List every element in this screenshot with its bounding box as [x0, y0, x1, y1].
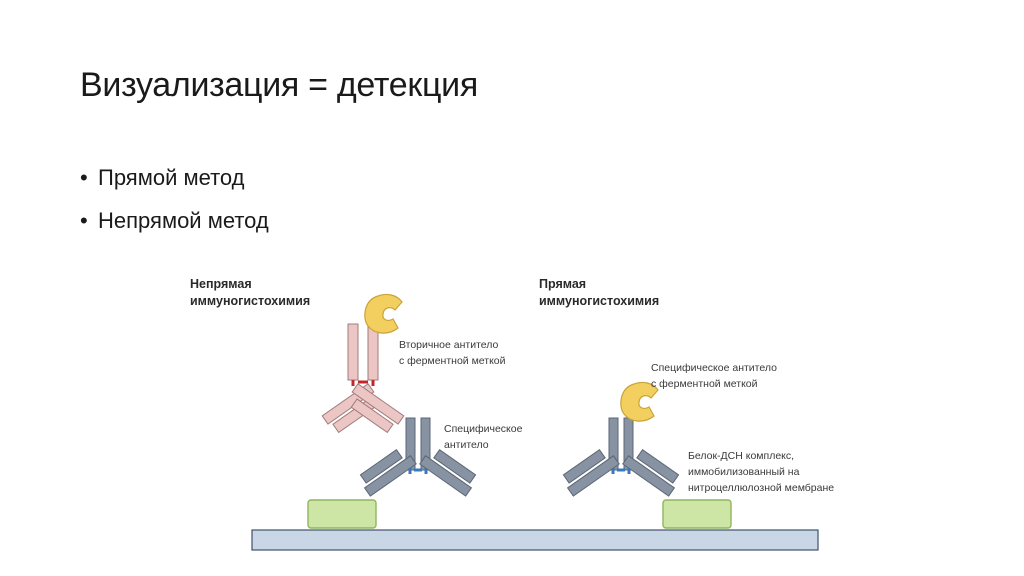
bullet-indirect-method: • Непрямой метод [80, 199, 269, 242]
specific-antibody-label-line-1: Специфическое [444, 423, 523, 435]
direct-heading-line-1: Прямая [539, 277, 586, 291]
enzyme-label-direct [620, 381, 659, 422]
antigen-direct [662, 499, 732, 529]
complex-label-line-1: Белок-ДСН комплекс, [688, 450, 794, 462]
bullet-dot: • [80, 208, 88, 233]
complex-label-line-3: нитроцеллюлозной мембране [688, 482, 834, 494]
bullet-dot: • [80, 165, 88, 190]
secondary-antibody [321, 323, 405, 434]
direct-antibody-label-line-1: Специфическое антитело [651, 362, 777, 374]
bullet-direct-method: • Прямой метод [80, 156, 269, 199]
indirect-heading: Непрямая иммуногистохимия [190, 277, 310, 308]
specific-antibody-label: Специфическое антитело [444, 423, 525, 451]
indirect-heading-line-2: иммуногистохимия [190, 294, 310, 308]
direct-heading: Прямая иммуногистохимия [539, 277, 659, 308]
bullet-text: Непрямой метод [98, 208, 269, 233]
complex-label-line-2: иммобилизованный на [688, 466, 800, 478]
direct-antibody-label-line-2: с ферментной меткой [651, 378, 758, 390]
direct-heading-line-2: иммуногистохимия [539, 294, 659, 308]
indirect-heading-line-1: Непрямая [190, 277, 252, 291]
enzyme-label-indirect [364, 293, 403, 334]
slide-title: Визуализация = детекция [80, 66, 478, 104]
membrane-strip [251, 529, 819, 551]
secondary-antibody-label-line-1: Вторичное антитело [399, 339, 498, 351]
secondary-antibody-label-line-2: с ферментной меткой [399, 355, 506, 367]
complex-label: Белок-ДСН комплекс, иммобилизованный на … [688, 450, 834, 494]
bullet-text: Прямой метод [98, 165, 245, 190]
direct-antibody-label: Специфическое антитело с ферментной метк… [651, 362, 780, 390]
specific-antibody-indirect [359, 417, 477, 497]
bullet-list: • Прямой метод • Непрямой метод [80, 156, 269, 242]
specific-antibody-label-line-2: антитело [444, 439, 489, 451]
secondary-antibody-label: Вторичное антитело с ферментной меткой [399, 339, 506, 367]
specific-antibody-direct [562, 417, 680, 497]
antigen-indirect [307, 499, 377, 529]
